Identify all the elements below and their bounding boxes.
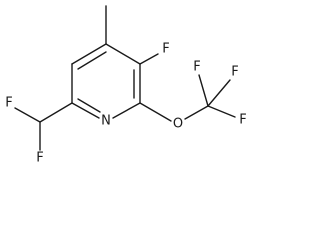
atom-labels: F N O F F F F F: [5, 42, 246, 166]
ring-bond-n-c6: [71, 102, 100, 119]
chf2-fluorine-left-bond: [14, 107, 41, 123]
chf2-fluorine-left-label: F: [5, 96, 12, 111]
cf3-fluorine-right-label: F: [239, 113, 246, 128]
cf3-fluorine-upper-right-bond: [207, 79, 231, 107]
bond-lines: [14, 5, 236, 151]
chf2-fluorine-bottom-label: F: [36, 151, 43, 166]
c3-fluorine-bond: [139, 53, 159, 65]
ring-bond-c2-n: [112, 102, 141, 119]
c6-chf2-bond: [39, 102, 73, 123]
c2-oxygen-bond: [139, 102, 172, 122]
cf3-fluorine-upper-left-bond: [198, 74, 209, 107]
ring-bond-c5-c4-inner: [77, 51, 107, 70]
ring-bond-c4-c3: [105, 43, 141, 65]
oxygen-label: O: [173, 117, 183, 132]
nitrogen-label: N: [101, 114, 111, 129]
oxygen-cf3-bond: [184, 105, 209, 120]
ring-bond-c5-c4: [71, 43, 107, 65]
cf3-fluorine-right-bond: [207, 105, 236, 118]
ring-bond-n-c6-inner: [77, 98, 101, 113]
fluorine-top-label: F: [162, 42, 169, 57]
cf3-fluorine-upper-left-label: F: [193, 60, 200, 75]
chemical-structure-diagram: F N O F F F F F: [5, 5, 247, 166]
cf3-fluorine-upper-right-label: F: [231, 65, 238, 80]
